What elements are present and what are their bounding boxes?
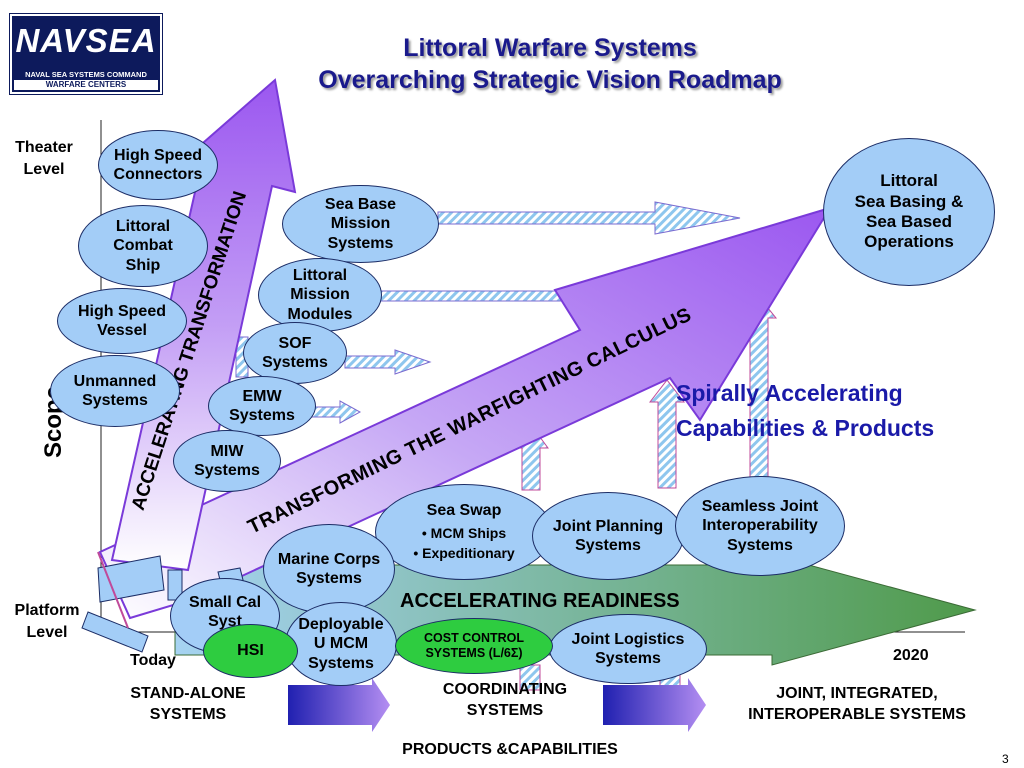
high-speed-vessel-oval: High Speed Vessel xyxy=(57,288,187,354)
sea-swap-item: • MCM Ships xyxy=(421,525,507,541)
theater-level-label: Theater Level xyxy=(15,139,73,178)
logo-name: NAVSEA xyxy=(15,22,157,59)
today-label: Today xyxy=(130,652,176,669)
miw-systems-oval: MIW Systems xyxy=(173,430,281,492)
logo-command: NAVAL SEA SYSTEMS COMMAND xyxy=(25,70,147,79)
year-2020-label: 2020 xyxy=(893,647,929,664)
sea-base-mission-systems-oval: Sea Base Mission Systems xyxy=(282,185,439,263)
deployable-umcm-systems-oval: Deployable U MCM Systems xyxy=(285,602,397,686)
coordinating-systems-label: COORDINATING SYSTEMS xyxy=(442,681,568,719)
littoral-sea-basing-oval: Littoral Sea Basing & Sea Based Operatio… xyxy=(823,138,995,286)
stand-alone-systems-label: STAND-ALONE SYSTEMS xyxy=(130,685,246,723)
seamless-joint-interoperability-oval: Seamless Joint Interoperability Systems xyxy=(675,476,845,576)
high-speed-connectors-oval: High Speed Connectors xyxy=(98,130,218,200)
title-line-1: Littoral Warfare Systems xyxy=(403,34,697,62)
title-line-2: Overarching Strategic Vision Roadmap xyxy=(318,66,782,94)
spiral-text-line-1: Spirally Accelerating xyxy=(676,380,903,406)
transforming-arrow xyxy=(98,206,833,620)
logo-centers: WARFARE CENTERS xyxy=(14,80,158,90)
joint-logistics-systems-oval: Joint Logistics Systems xyxy=(549,614,707,684)
accelerating-readiness-label: ACCELERATING READINESS xyxy=(400,590,680,612)
sea-swap-item: • Expeditionary xyxy=(413,544,515,561)
unmanned-systems-oval: Unmanned Systems xyxy=(50,355,180,427)
products-capabilities-label: PRODUCTS &CAPABILITIES xyxy=(402,741,618,758)
sof-systems-oval: SOF Systems xyxy=(243,322,347,384)
joint-integrated-label: JOINT, INTEGRATED, INTEROPERABLE SYSTEMS xyxy=(748,685,966,723)
platform-level-label: Platform Level xyxy=(14,602,80,641)
littoral-mission-modules-oval: Littoral Mission Modules xyxy=(258,258,382,332)
sea-swap-items: • MCM Ships • Expeditionary xyxy=(413,524,514,563)
marine-corps-systems-oval: Marine Corps Systems xyxy=(263,524,395,614)
emw-systems-oval: EMW Systems xyxy=(208,376,316,436)
spiral-text-line-2: Capabilities & Products xyxy=(676,415,935,441)
hsi-oval: HSI xyxy=(203,624,298,678)
joint-planning-systems-oval: Joint Planning Systems xyxy=(532,492,684,580)
navsea-logo: NAVSEA NAVAL SEA SYSTEMS COMMAND WARFARE… xyxy=(9,13,163,95)
littoral-combat-ship-oval: Littoral Combat Ship xyxy=(78,205,208,287)
sea-swap-oval: Sea Swap • MCM Ships • Expeditionary xyxy=(375,484,553,580)
page-number: 3 xyxy=(1002,752,1009,766)
cost-control-systems-oval: COST CONTROL SYSTEMS (L/6Σ) xyxy=(395,618,553,674)
sea-swap-title: Sea Swap xyxy=(426,501,502,519)
